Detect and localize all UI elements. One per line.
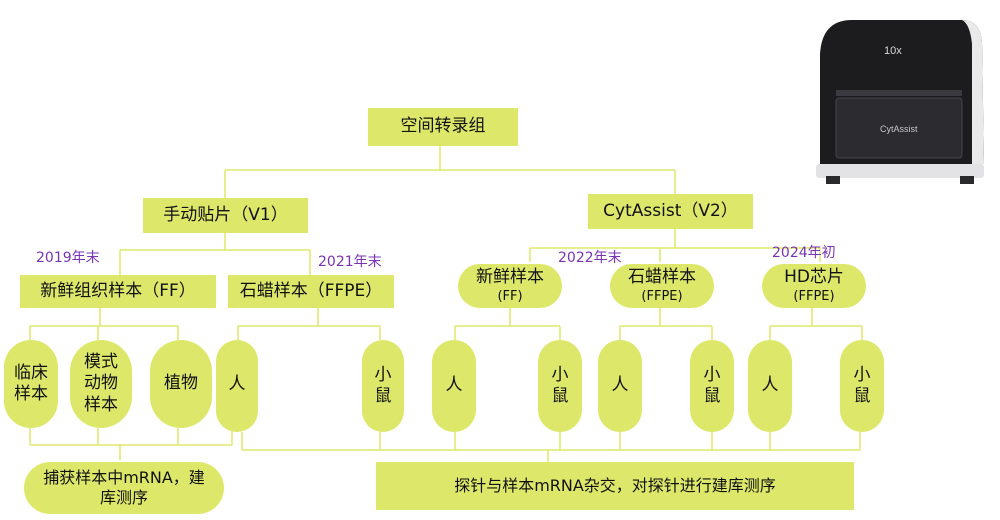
hd-date-note: 2024年初 xyxy=(772,245,836,261)
cyt-ff-date-note: 2022年末 xyxy=(558,250,622,266)
manual-branch-label: 手动贴片（V1） xyxy=(163,204,288,225)
leaf-mouse-4-label: 小鼠 xyxy=(853,364,871,406)
cytassist-device-image: 10x CytAssist xyxy=(812,14,992,194)
leaf-human-2: 人 xyxy=(432,340,476,432)
method-probe: 探针与样本mRNA杂交，对探针进行建库测序 xyxy=(376,462,854,510)
manual-ff-label: 新鲜组织样本（FF） xyxy=(40,280,196,301)
leaf-human-4: 人 xyxy=(748,340,792,432)
leaf-mouse-2-label: 小鼠 xyxy=(551,364,569,406)
leaf-human-2-label: 人 xyxy=(445,375,463,396)
manual-ffpe-label: 石蜡样本（FFPE） xyxy=(239,280,383,301)
method-capture: 捕获样本中mRNA，建库测序 xyxy=(24,462,224,514)
ffpe-date-note: 2021年末 xyxy=(318,254,382,270)
cyt-hd-line1: HD芯片 xyxy=(784,267,844,288)
leaf-mouse-4: 小鼠 xyxy=(840,340,884,432)
method-capture-label: 捕获样本中mRNA，建库测序 xyxy=(43,468,205,507)
leaf-clinical: 临床样本 xyxy=(4,340,58,428)
leaf-human-1: 人 xyxy=(216,340,258,432)
method-probe-label: 探针与样本mRNA杂交，对探针进行建库测序 xyxy=(454,476,776,495)
manual-ff-node: 新鲜组织样本（FF） xyxy=(20,275,216,308)
device-name-text: CytAssist xyxy=(880,124,918,134)
ff-date-note: 2019年末 xyxy=(36,250,100,266)
leaf-clinical-label: 临床样本 xyxy=(14,362,48,404)
cytassist-branch-label: CytAssist（V2） xyxy=(603,200,738,221)
cyt-hd-line2: (FFPE) xyxy=(793,288,835,304)
cyt-ffpe-line2: (FFPE) xyxy=(641,288,683,304)
device-brand-text: 10x xyxy=(884,45,902,57)
leaf-model-animal: 模式动物样本 xyxy=(70,340,132,428)
leaf-human-3-label: 人 xyxy=(611,375,629,396)
leaf-human-1-label: 人 xyxy=(228,374,246,394)
leaf-plant-label: 植物 xyxy=(164,373,198,394)
root-label: 空间转录组 xyxy=(400,116,486,137)
cyt-ff-line1: 新鲜样本 xyxy=(476,267,544,288)
cyt-ffpe-line1: 石蜡样本 xyxy=(628,267,696,288)
leaf-mouse-1-label: 小鼠 xyxy=(374,364,392,406)
cyt-ff-node: 新鲜样本 (FF) xyxy=(458,264,562,308)
cyt-ff-line2: (FF) xyxy=(497,288,523,304)
cyt-hd-node: HD芯片 (FFPE) xyxy=(762,264,866,308)
leaf-mouse-1: 小鼠 xyxy=(362,340,404,432)
leaf-model-animal-label: 模式动物样本 xyxy=(84,352,118,415)
cytassist-branch-node: CytAssist（V2） xyxy=(588,194,753,229)
leaf-mouse-3-label: 小鼠 xyxy=(703,364,721,406)
root-node: 空间转录组 xyxy=(368,108,518,146)
leaf-plant: 植物 xyxy=(150,340,212,428)
leaf-human-3: 人 xyxy=(598,340,642,432)
leaf-human-4-label: 人 xyxy=(761,375,779,396)
leaf-mouse-3: 小鼠 xyxy=(690,340,734,432)
manual-ffpe-node: 石蜡样本（FFPE） xyxy=(228,275,394,308)
cyt-ffpe-node: 石蜡样本 (FFPE) xyxy=(610,264,714,308)
leaf-mouse-2: 小鼠 xyxy=(538,340,582,432)
manual-branch-node: 手动贴片（V1） xyxy=(143,198,308,233)
